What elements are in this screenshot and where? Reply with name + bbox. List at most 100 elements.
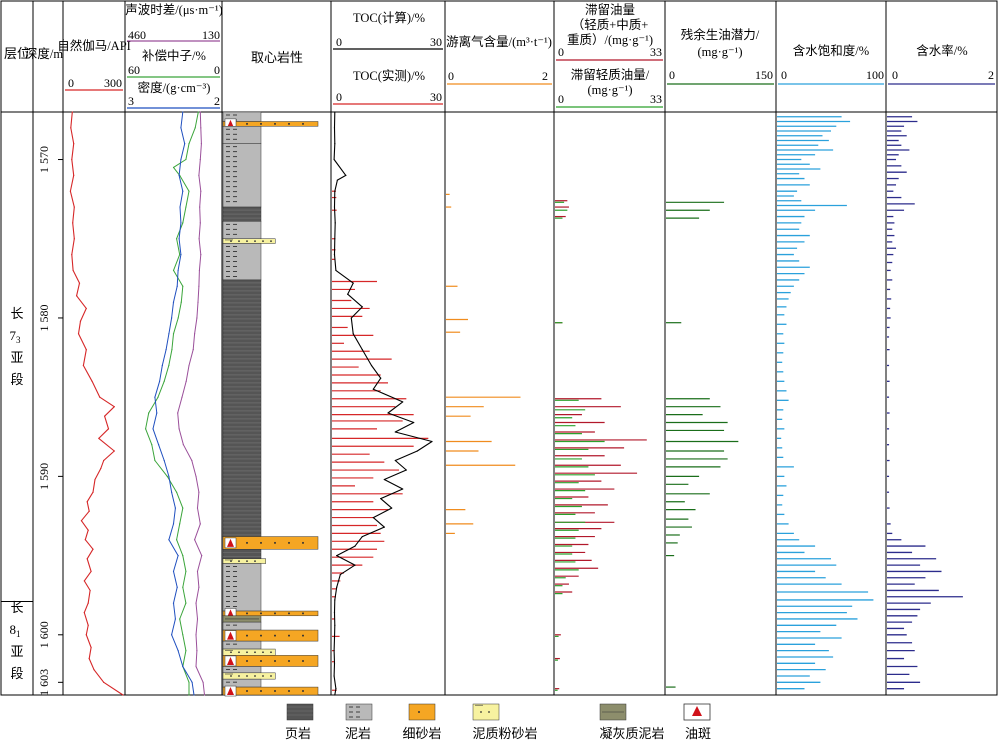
legend-item-fine_sand: 细砂岩: [402, 703, 442, 741]
acoustic-curve-point: [199, 206, 201, 208]
retained-oil-total-bars: [555, 200, 647, 690]
sand-dot: [260, 634, 262, 637]
sand-dot: [302, 612, 304, 615]
toc-calculated-curve-point: [334, 238, 336, 240]
acoustic-curve-point: [196, 317, 198, 319]
density-curve-point: [168, 475, 170, 477]
lithology-interval-6: [222, 238, 276, 244]
gamma-ray-curve-point: [122, 694, 124, 696]
lithology-interval-8: [222, 279, 262, 537]
neutron-curve-point: [185, 570, 187, 573]
layer-lower-label: 长 81 亚 段: [10, 600, 24, 681]
toc-calculated-curve-point: [387, 412, 389, 414]
toc-calculated-curve-point: [333, 206, 336, 208]
gamma-ray-curve-point: [87, 529, 89, 531]
sand-dot: [274, 122, 276, 125]
gamma-ray-curve-point: [85, 307, 87, 310]
toc-calculated-curve-point: [391, 507, 393, 509]
lithology-interval-1: [222, 118, 319, 130]
density-curve-point: [163, 459, 165, 462]
sand-dot: [302, 541, 304, 544]
layer-lower-char3: 亚: [10, 644, 23, 659]
sand-dot: [246, 541, 248, 544]
header-sw-min: 0: [781, 68, 787, 82]
sand-dot: [260, 541, 262, 544]
neutron-curve-point: [176, 539, 178, 541]
density-curve-point: [158, 444, 160, 446]
sand-dot: [274, 690, 276, 693]
silt-dot: [230, 560, 232, 563]
gamma-ray-curve-point: [88, 657, 90, 660]
header-toc-calc-max: 30: [430, 35, 442, 49]
density-curve-point: [180, 222, 182, 224]
sand-dot: [260, 122, 262, 125]
silt-dot: [238, 560, 240, 563]
gamma-ray-curve-point: [83, 580, 85, 582]
toc-calculated-curve-point: [333, 158, 335, 161]
layer-lower-char4: 段: [10, 666, 23, 681]
toc-calculated-curve-point: [352, 282, 354, 284]
header-ac-max: 130: [202, 28, 220, 42]
density-curve-line: [152, 111, 195, 696]
sand-dot: [246, 612, 248, 615]
lithology-block-fine_sand: [222, 121, 319, 127]
acoustic-curve-point: [196, 650, 198, 652]
density-curve-point: [174, 618, 176, 620]
lithology-block-silty: [222, 558, 266, 564]
neutron-curve-point: [185, 206, 187, 208]
acoustic-curve-point: [197, 301, 199, 303]
free-gas-bars: [446, 193, 521, 535]
header-res-max: 150: [755, 68, 773, 82]
toc-calculated-curve-point: [380, 377, 382, 379]
depth-tick-label: 1 590: [37, 463, 51, 490]
acoustic-curve-point: [195, 475, 197, 477]
gamma-ray-curve-point: [113, 406, 115, 408]
acoustic-curve-point: [196, 507, 199, 509]
density-curve-point: [158, 380, 161, 382]
header-layer: 层位: [4, 46, 30, 61]
density-curve-point: [161, 364, 163, 367]
toc-calculated-curve-point: [334, 190, 336, 192]
silt-dot: [246, 560, 248, 563]
density-curve-point: [176, 285, 178, 287]
lithology-block-fine_sand: [222, 629, 319, 642]
gamma-ray-curve-point: [76, 295, 78, 297]
toc-calculated-curve-point: [345, 174, 347, 176]
residual-potential-bars: [666, 201, 739, 688]
neutron-curve-point: [179, 253, 181, 256]
toc-calculated-curve-point: [333, 253, 336, 256]
toc-calculated-curve-point: [354, 564, 356, 566]
header-toc-calc: TOC(计算)/%: [353, 10, 425, 25]
toc-calculated-curve-point: [334, 111, 336, 113]
silt-dot: [246, 675, 248, 677]
toc-calculated-curve-point: [333, 675, 335, 677]
density-curve: [152, 111, 195, 696]
neutron-curve-point: [145, 428, 147, 430]
gamma-ray-curve-point: [103, 681, 105, 683]
gamma-ray-curve-point: [91, 380, 93, 382]
acoustic-curve-point: [200, 143, 202, 145]
legend-label-silty: 泥质粉砂岩: [472, 726, 537, 741]
lithology-interval-5: [222, 221, 262, 239]
toc-calculated-curve-point: [334, 624, 336, 626]
acoustic-curve-point: [185, 380, 187, 382]
sand-dot: [288, 634, 290, 637]
gamma-ray-curve-point: [73, 206, 75, 208]
acoustic-curve-point: [191, 459, 193, 462]
water-cut-bars: [887, 116, 963, 690]
acoustic-curve-point: [198, 269, 201, 272]
silt-dot: [230, 675, 232, 677]
neutron-curve-point: [182, 507, 184, 509]
silt-dot: [254, 560, 256, 563]
chart-frame: [0, 0, 998, 696]
gamma-ray-curve-point: [78, 282, 81, 284]
toc-calculated-curve-point: [361, 306, 363, 308]
silt-dot: [238, 651, 240, 654]
toc-calculated-curve: [333, 111, 433, 696]
toc-calculated-curve-point: [333, 637, 336, 639]
toc-calculated-curve-point: [333, 612, 336, 614]
neutron-curve-point: [172, 269, 175, 272]
gamma-ray-curve-point: [85, 349, 87, 351]
toc-calculated-curve-point: [394, 431, 396, 433]
header-toc-meas-max: 30: [430, 90, 442, 104]
